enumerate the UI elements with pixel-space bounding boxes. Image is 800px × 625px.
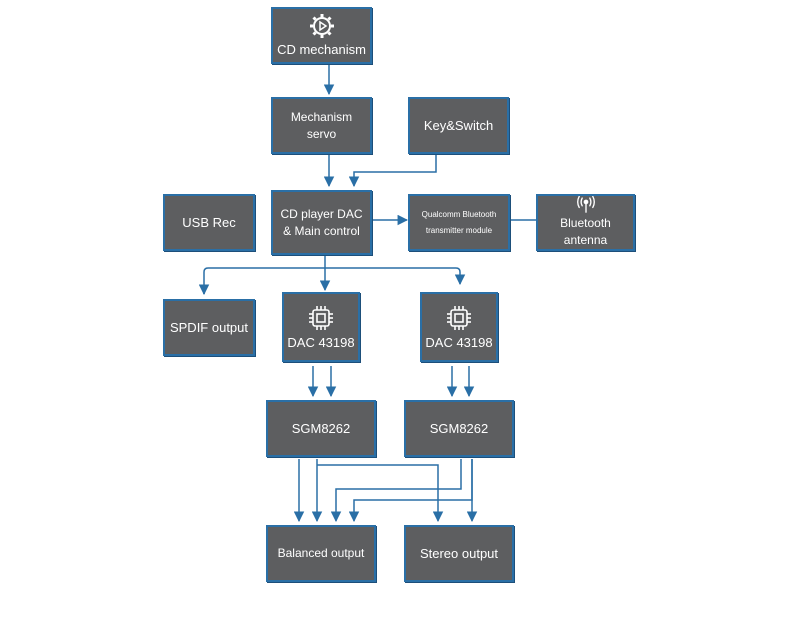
block-bluetooth-module: Qualcomm Bluetooth transmitter module [408,194,510,251]
wire-sgmr-balanced-2 [348,459,473,523]
block-cd-mechanism: CD mechanism [271,7,372,64]
block-label: DAC 43198 [287,334,355,350]
wire-sgml-stereo [317,464,444,523]
block-label: Mechanism servo [290,109,353,141]
wire-sgmr-balanced-1 [330,459,462,523]
block-label: Key&Switch [423,118,494,133]
block-label: CD mechanism [277,42,366,57]
wire-key-to-main [348,154,437,188]
block-dac-right: DAC 43198 [420,292,498,362]
block-label: SPDIF output [169,320,249,335]
block-label: Stereo output [419,546,499,561]
block-main-control: CD player DAC & Main control [271,190,372,255]
chip-icon [309,305,333,330]
block-spdif-output: SPDIF output [163,299,255,356]
block-label: SGM8262 [429,421,489,436]
block-bluetooth-antenna: Bluetooth antenna [536,194,635,251]
block-stereo-output: Stereo output [404,525,514,582]
block-label: USB Rec [182,215,236,230]
block-dac-left: DAC 43198 [282,292,360,362]
gear-play-icon [309,14,334,38]
block-sgm-right: SGM8262 [404,400,514,457]
block-usb-rec: USB Rec [163,194,255,251]
chip-icon [447,305,471,330]
block-label: DAC 43198 [425,334,493,350]
block-label: Qualcomm Bluetooth transmitter module [421,209,497,235]
block-mechanism-servo: Mechanism servo [271,97,372,154]
block-label: Balanced output [277,546,365,560]
block-balanced-output: Balanced output [266,525,376,582]
wire-bus [203,267,466,294]
block-sgm-left: SGM8262 [266,400,376,457]
block-label: CD player DAC & Main control [280,206,363,238]
antenna-icon [576,196,595,213]
block-label: SGM8262 [291,421,351,436]
block-key-switch: Key&Switch [408,97,509,154]
block-label: Bluetooth antenna [560,216,611,247]
